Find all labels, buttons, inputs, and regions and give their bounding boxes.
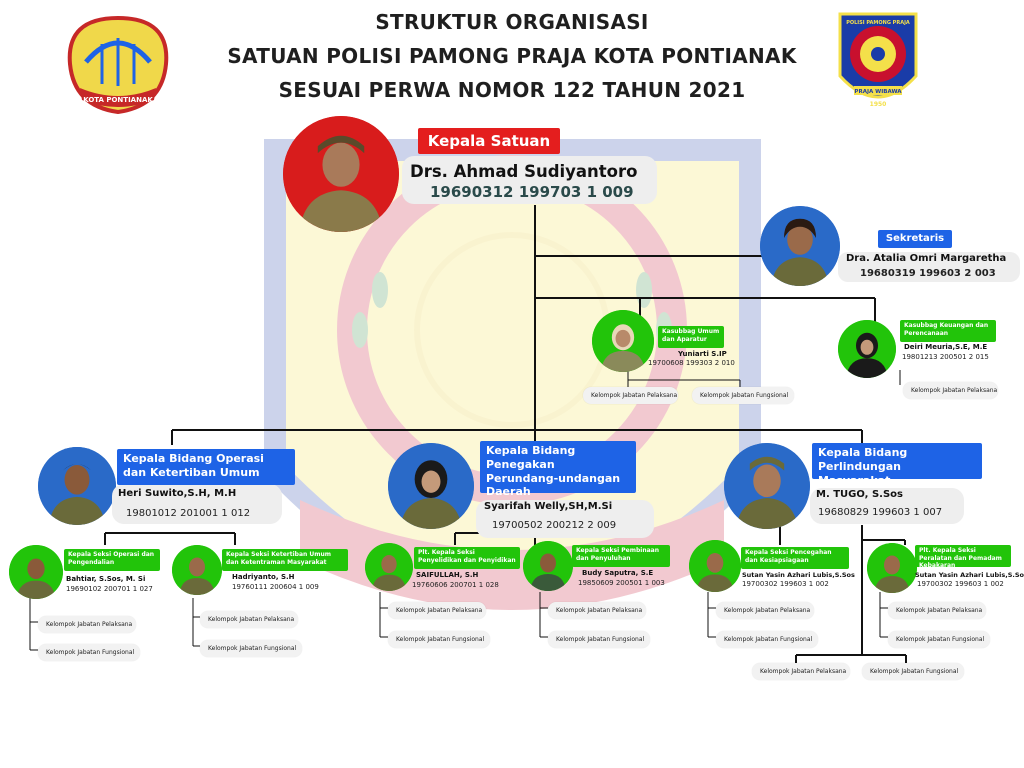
section-3-role: Plt. Kepala Seksi Penyelidikan dan Penyi… xyxy=(414,547,520,569)
subsection-umum-name: Yuniarti S.IP xyxy=(678,350,727,358)
section-5-photo xyxy=(689,540,741,592)
section-4-name: Budy Saputra, S.E xyxy=(582,569,654,577)
division-operasi-nip: 19801012 201001 1 012 xyxy=(126,508,251,519)
secretary-photo xyxy=(760,206,840,286)
division-perlindungan-name: M. TUGO, S.Sos xyxy=(816,489,903,500)
subsection-umum-photo xyxy=(592,310,654,372)
subsection-umum-group-fungsional: Kelompok Jabatan Fungsional xyxy=(692,387,794,404)
section-6-group-pelaksana: Kelompok Jabatan Pelaksana xyxy=(888,602,986,619)
person-icon xyxy=(172,545,222,595)
section-1-name: Bahtiar, S.Sos, M. Si xyxy=(66,575,146,583)
section-2-name: Hadriyanto, S.H xyxy=(232,573,295,581)
division-perlindungan-info-pill xyxy=(810,488,964,524)
person-icon xyxy=(724,443,810,529)
head-nip: 19690312 199703 1 009 xyxy=(430,183,634,201)
secretary-nip: 19680319 199603 2 003 xyxy=(860,268,996,279)
division-operasi-photo xyxy=(38,447,116,525)
section-1-group-fungsional: Kelompok Jabatan Fungsional xyxy=(38,644,140,661)
section-1-photo xyxy=(9,545,63,599)
division-penegakan-name: Syarifah Welly,SH,M.Si xyxy=(484,501,613,512)
section-2-nip: 19760111 200604 1 009 xyxy=(232,583,319,591)
section-3-name: SAIFULLAH, S.H xyxy=(416,571,479,579)
secretary-name: Dra. Atalia Omri Margaretha xyxy=(846,253,1007,264)
section-1-role: Kepala Seksi Operasi dan Pengendalian xyxy=(64,549,160,571)
section-5-nip: 19700302 199603 1 002 xyxy=(742,580,829,588)
section-2-group-pelaksana: Kelompok Jabatan Pelaksana xyxy=(200,611,298,628)
division-perlindungan-group-fungsional: Kelompok Jabatan Fungsional xyxy=(862,663,964,680)
person-icon xyxy=(689,540,741,592)
division-penegakan-role: Kepala Bidang Penegakan Perundang-undang… xyxy=(480,441,636,498)
section-4-nip: 19850609 200501 1 003 xyxy=(578,579,665,587)
right-logo-bottom-text: PRAJA WIBAWA xyxy=(854,89,902,95)
section-4-group-pelaksana: Kelompok Jabatan Pelaksana xyxy=(548,602,646,619)
person-icon xyxy=(867,543,917,593)
section-4-photo xyxy=(523,541,573,591)
subsection-keuangan-group-pelaksana: Kelompok Jabatan Pelaksana xyxy=(903,382,998,399)
division-operasi-name: Heri Suwito,S.H, M.H xyxy=(118,488,237,499)
person-icon xyxy=(523,541,573,591)
division-perlindungan-nip: 19680829 199603 1 007 xyxy=(818,507,943,518)
head-photo xyxy=(283,116,399,232)
person-icon xyxy=(283,116,399,232)
division-penegakan-nip: 19700502 200212 2 009 xyxy=(492,520,617,531)
section-3-group-pelaksana: Kelompok Jabatan Pelaksana xyxy=(388,602,486,619)
right-logo-year: 1950 xyxy=(870,101,887,108)
subsection-keuangan-nip: 19801213 200501 2 015 xyxy=(902,353,989,361)
person-icon xyxy=(838,320,896,378)
section-4-group-fungsional: Kelompok Jabatan Fungsional xyxy=(548,631,650,648)
title-line-1: STRUKTUR ORGANISASI xyxy=(375,10,649,34)
section-5-name: Sutan Yasin Azhari Lubis,S.Sos xyxy=(742,571,855,579)
subsection-keuangan-photo xyxy=(838,320,896,378)
division-perlindungan-photo xyxy=(724,443,810,529)
subsection-umum-group-pelaksana: Kelompok Jabatan Pelaksana xyxy=(583,387,678,404)
person-icon xyxy=(388,443,474,529)
section-3-group-fungsional: Kelompok Jabatan Fungsional xyxy=(388,631,490,648)
section-6-photo xyxy=(867,543,917,593)
section-2-role: Kepala Seksi Ketertiban Umum dan Ketentr… xyxy=(222,549,348,571)
division-penegakan-info-pill xyxy=(476,500,654,538)
division-operasi-info-pill xyxy=(112,484,282,524)
subsection-keuangan-role: Kasubbag Keuangan dan Perencanaan xyxy=(900,320,996,342)
section-6-nip: 19700302 199603 1 002 xyxy=(917,580,1004,588)
division-penegakan-photo xyxy=(388,443,474,529)
head-name: Drs. Ahmad Sudiyantoro xyxy=(410,162,638,181)
division-operasi-role: Kepala Bidang Operasi dan Ketertiban Umu… xyxy=(117,449,295,485)
subsection-keuangan-name: Deiri Meuria,S.E, M.E xyxy=(904,343,988,351)
secretary-info-pill xyxy=(838,252,1020,282)
satpol-pp-logo: POLISI PAMONG PRAJA PRAJA WIBAWA 1950 xyxy=(838,12,918,108)
division-perlindungan-role: Kepala Bidang Perlindungan Masyarakat xyxy=(812,443,982,487)
kota-pontianak-logo: KOTA PONTIANAK xyxy=(67,15,169,115)
section-3-nip: 19760606 200701 1 028 xyxy=(412,581,499,589)
section-6-role: Plt. Kepala Seksi Peralatan dan Pemadam … xyxy=(915,545,1011,569)
section-1-nip: 19690102 200701 1 027 xyxy=(66,585,153,593)
person-icon xyxy=(365,543,413,591)
section-5-role: Kepala Seksi Pencegahan dan Kesiapsiagaa… xyxy=(741,547,849,569)
section-6-name: Sutan Yasin Azhari Lubis,S.Sos xyxy=(915,571,1024,579)
section-4-role: Kepala Seksi Pembinaan dan Penyuluhan xyxy=(572,545,670,567)
person-icon xyxy=(38,447,116,525)
person-icon xyxy=(9,545,63,599)
right-logo-top-text: POLISI PAMONG PRAJA xyxy=(846,20,910,26)
division-perlindungan-group-pelaksana: Kelompok Jabatan Pelaksana xyxy=(752,663,850,680)
left-logo-text: KOTA PONTIANAK xyxy=(83,96,153,104)
section-5-group-pelaksana: Kelompok Jabatan Pelaksana xyxy=(716,602,814,619)
person-icon xyxy=(592,310,654,372)
head-role: Kepala Satuan xyxy=(418,128,560,154)
section-1-group-pelaksana: Kelompok Jabatan Pelaksana xyxy=(38,616,136,633)
subsection-umum-nip: 19700608 199303 2 010 xyxy=(648,359,735,367)
title-line-2: SATUAN POLISI PAMONG PRAJA KOTA PONTIANA… xyxy=(227,44,797,68)
secretary-role: Sekretaris xyxy=(878,230,952,248)
head-info-pill xyxy=(402,156,657,204)
section-3-photo xyxy=(365,543,413,591)
section-6-group-fungsional: Kelompok Jabatan Fungsional xyxy=(888,631,990,648)
subsection-umum-role: Kasubbag Umum dan Aparatur xyxy=(658,326,724,348)
person-icon xyxy=(760,206,840,286)
section-2-photo xyxy=(172,545,222,595)
section-5-group-fungsional: Kelompok Jabatan Fungsional xyxy=(716,631,818,648)
title-line-3: SESUAI PERWA NOMOR 122 TAHUN 2021 xyxy=(278,78,746,102)
section-2-group-fungsional: Kelompok Jabatan Fungsional xyxy=(200,640,302,657)
